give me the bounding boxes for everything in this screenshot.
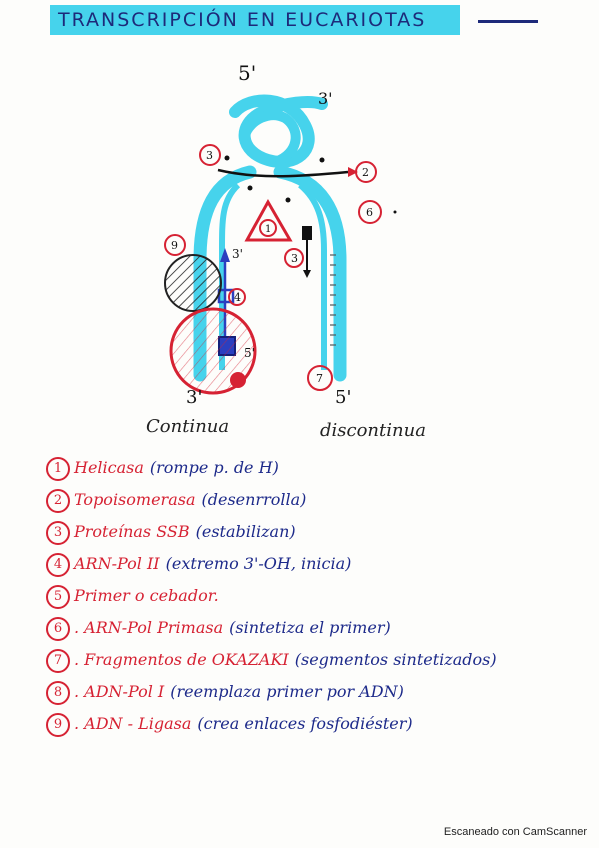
label-3-bottom: 3' <box>186 387 202 408</box>
svg-text:6: 6 <box>366 206 373 219</box>
leading-template <box>219 182 241 370</box>
svg-text:9: 9 <box>171 239 178 252</box>
helix-strand-b <box>240 110 301 165</box>
legend-number: 9 <box>46 712 70 737</box>
legend-number: 6 <box>46 616 70 641</box>
title-highlight <box>50 5 460 35</box>
legend-desc: (rompe p. de H) <box>149 458 279 477</box>
label-3-polymerase: 3' <box>232 247 243 261</box>
legend-number: 8 <box>46 680 70 705</box>
red-dot-8 <box>230 372 246 388</box>
legend-name: . Fragmentos de OKAZAKI <box>74 650 289 669</box>
legend-name: Primer o cebador. <box>74 586 219 605</box>
caption-discontinua: discontinua <box>320 420 426 441</box>
legend-name: . ADN-Pol I <box>74 682 165 701</box>
label-5-top: 5' <box>238 61 256 85</box>
svg-text:3: 3 <box>206 149 213 162</box>
legend-name: Helicasa <box>74 458 144 477</box>
legend-number: 1 <box>46 456 70 481</box>
lagging-template <box>298 182 327 370</box>
svg-text:1: 1 <box>265 224 271 235</box>
page-title: TRANSCRIPCIÓN EN EUCARIOTAS <box>58 9 427 31</box>
legend-desc: (estabilizan) <box>195 522 296 541</box>
helicase-triangle <box>244 198 293 242</box>
ligase-region <box>164 254 222 312</box>
scanner-watermark: Escaneado con CamScanner <box>443 826 587 838</box>
legend-name: . ADN - Ligasa <box>74 714 192 733</box>
label-5-bottom: 5' <box>335 387 351 408</box>
legend-name: . ARN-Pol Primasa <box>74 618 224 637</box>
helix-strand-a <box>229 94 328 168</box>
legend-desc: (reemplaza primer por ADN) <box>170 682 404 701</box>
caption-continua: Continua <box>146 416 229 437</box>
legend-name: Topoisomerasa <box>74 490 196 509</box>
legend-item: 8. ADN-Pol I (reemplaza primer por ADN) <box>46 676 576 708</box>
legend-item: 9. ADN - Ligasa (crea enlaces fosfodiéste… <box>46 708 576 740</box>
legend-desc: (desenrrolla) <box>201 490 307 509</box>
legend-number: 7 <box>46 648 70 673</box>
topoisomerase-arrow <box>217 168 349 178</box>
polymerase-block <box>217 288 235 304</box>
legend-number: 3 <box>46 520 70 545</box>
svg-text:4: 4 <box>234 291 241 304</box>
legend-number: 2 <box>46 488 70 513</box>
svg-text:7: 7 <box>316 372 323 385</box>
legend-number: 4 <box>46 552 70 577</box>
legend-name: Proteínas SSB <box>74 522 190 541</box>
legend-item: 7. Fragmentos de OKAZAKI (segmentos sinte… <box>46 644 576 676</box>
label-3-top: 3' <box>318 89 333 108</box>
legend-item: 6. ARN-Pol Primasa (sintetiza el primer) <box>46 612 576 644</box>
svg-text:3: 3 <box>291 252 298 265</box>
number-markers <box>164 144 382 391</box>
label-5-primer: 5' <box>244 346 255 360</box>
title-underline-dash <box>478 20 538 23</box>
replication-fork-diagram: 1 3 2 3 9 6 7 4 5' 3' 3' 5' 3' 5' Contin… <box>146 61 426 441</box>
primase-block <box>302 226 312 240</box>
svg-text:2: 2 <box>362 166 369 179</box>
legend-desc: (crea enlaces fosfodiéster) <box>197 714 413 733</box>
legend-desc: (sintetiza el primer) <box>229 618 391 637</box>
legend-desc: (segmentos sintetizados) <box>294 650 497 669</box>
legend-name: ARN-Pol II <box>74 554 160 573</box>
lagging-ticks <box>330 254 336 346</box>
pol-i-region <box>169 307 257 395</box>
legend-desc: (extremo 3'-OH, inicia) <box>165 554 352 573</box>
legend-number: 5 <box>46 584 70 609</box>
